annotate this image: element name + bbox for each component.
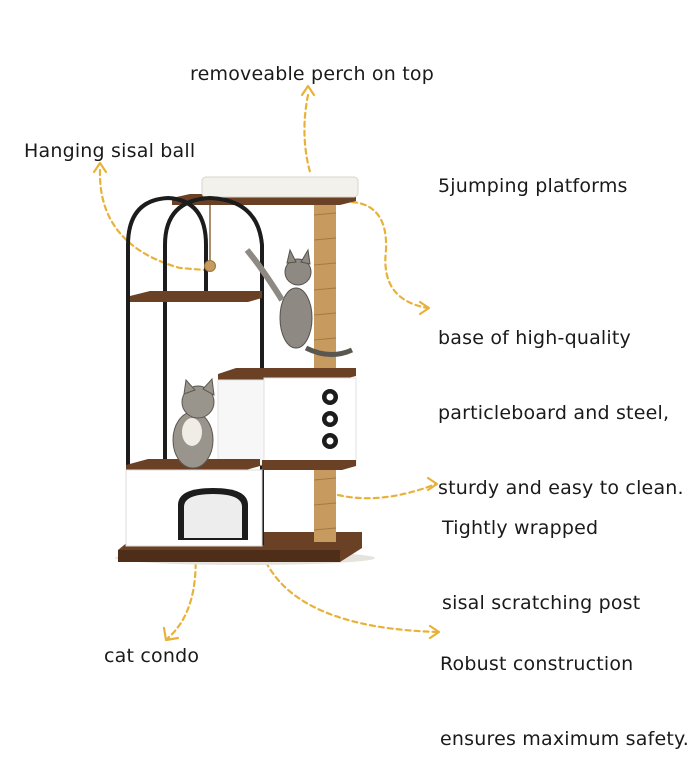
- middle-platform: [218, 368, 356, 380]
- post-callout-line1: Tightly wrapped: [442, 517, 599, 539]
- cat-tree-illustration: [92, 84, 441, 642]
- post-callout: Tightly wrapped sisal scratching post: [442, 466, 640, 641]
- condo-callout: cat condo: [104, 645, 200, 667]
- post-leader: [336, 482, 438, 500]
- upper-left-platform: [130, 291, 262, 302]
- perch-leader: [303, 93, 312, 174]
- robust-callout-line2: ensures maximum safety.: [440, 728, 690, 750]
- robust-callout-line1: Robust construction: [440, 653, 634, 675]
- sisal-ball: [204, 260, 216, 272]
- perch-cushion: [201, 176, 359, 198]
- lower-right-platform: [262, 460, 356, 470]
- robust-leader: [264, 560, 440, 634]
- post-callout-line2: sisal scratching post: [442, 592, 641, 614]
- base-callout: base of high-quality particleboard and s…: [438, 276, 684, 526]
- sisal-ball-leader: [98, 168, 207, 272]
- steel-frame: [126, 195, 264, 545]
- platforms-leader: [350, 200, 430, 310]
- sisal-ball-arrowhead: [92, 161, 108, 174]
- condo-arrowhead: [162, 626, 180, 642]
- sisal-ball-callout: Hanging sisal ball: [24, 140, 196, 162]
- cube-front-panel: [263, 377, 357, 466]
- robust-callout: Robust construction ensures maximum safe…: [440, 602, 689, 777]
- sitting-cat: [172, 377, 215, 469]
- platforms-arrowhead: [418, 300, 431, 316]
- perch-arrowhead: [300, 84, 316, 97]
- base-callout-line2: particleboard and steel,: [438, 402, 670, 424]
- standing-cat: [244, 248, 354, 357]
- robust-arrowhead: [428, 624, 441, 640]
- post-arrowhead: [426, 476, 439, 492]
- perch-callout: removeable perch on top: [190, 63, 434, 85]
- cube-side-panel: [217, 379, 265, 466]
- base-callout-line3: sturdy and easy to clean.: [438, 477, 684, 499]
- platforms-callout: 5jumping platforms: [438, 175, 628, 197]
- base-callout-line1: base of high-quality: [438, 327, 631, 349]
